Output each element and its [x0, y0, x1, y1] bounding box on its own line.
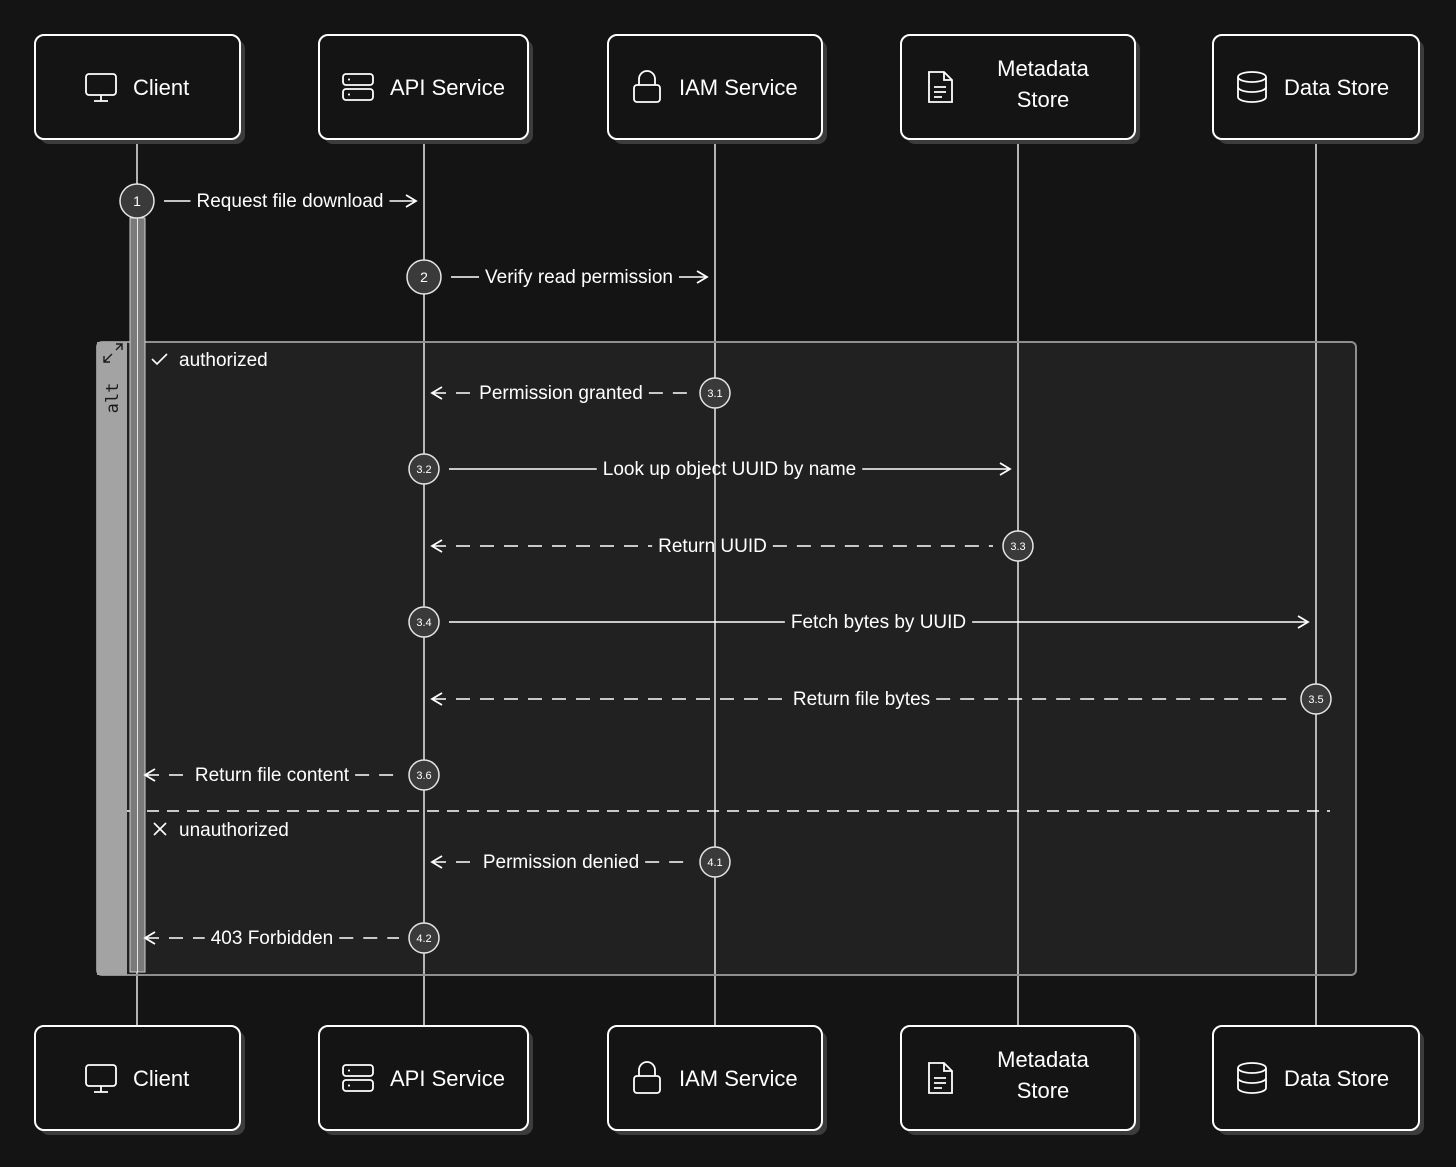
participant-label: IAM Service: [679, 75, 798, 100]
step-number: 3.6: [408, 759, 440, 791]
participant-client-top[interactable]: Client: [34, 34, 245, 144]
svg-text:3.4: 3.4: [416, 617, 431, 629]
svg-text:3.1: 3.1: [707, 388, 722, 400]
participant-label: Client: [133, 1066, 189, 1091]
svg-text:4.1: 4.1: [707, 857, 722, 869]
step-number: 1: [119, 183, 155, 219]
monitor-icon: [85, 1064, 117, 1093]
participant-label: API Service: [390, 1066, 505, 1091]
participant-iam-bottom[interactable]: IAM Service: [607, 1025, 827, 1135]
step-number: 2: [406, 259, 442, 295]
participant-label: Client: [133, 75, 189, 100]
step-number: 3.1: [699, 377, 731, 409]
branch-authorized: authorized: [151, 350, 268, 371]
message-label: Return file content: [195, 765, 350, 786]
svg-text:1: 1: [133, 193, 141, 209]
monitor-icon: [85, 73, 117, 102]
step-number: 4.2: [408, 922, 440, 954]
server-icon: [342, 73, 374, 101]
message-3-4[interactable]: Fetch bytes by UUID 3.4: [408, 606, 1310, 638]
participant-api-top[interactable]: API Service: [318, 34, 533, 144]
alt-fragment: alt authorized unauthorized: [96, 341, 1357, 976]
svg-text:3.2: 3.2: [416, 464, 431, 476]
message-3-3[interactable]: Return UUID 3.3: [430, 530, 1034, 562]
step-number: 3.3: [1002, 530, 1034, 562]
participant-client-bottom[interactable]: Client: [34, 1025, 245, 1135]
message-label: 403 Forbidden: [211, 928, 334, 949]
x-icon: [153, 822, 167, 836]
svg-text:4.2: 4.2: [416, 933, 431, 945]
message-2[interactable]: Verify read permission 2: [406, 259, 709, 295]
expand-icon[interactable]: [103, 343, 123, 363]
participant-data-bottom[interactable]: Data Store: [1212, 1025, 1424, 1135]
message-label: Permission granted: [479, 383, 643, 404]
participant-api-bottom[interactable]: API Service: [318, 1025, 533, 1135]
participant-iam-top[interactable]: IAM Service: [607, 34, 827, 144]
fragment-keyword: alt: [103, 383, 123, 414]
participant-data-top[interactable]: Data Store: [1212, 34, 1424, 144]
svg-text:3.3: 3.3: [1010, 541, 1025, 553]
database-icon: [1237, 1062, 1267, 1094]
message-3-2[interactable]: Look up object UUID by name 3.2: [408, 453, 1012, 485]
message-label: Look up object UUID by name: [603, 459, 856, 480]
message-4-1[interactable]: Permission denied 4.1: [430, 846, 731, 878]
database-icon: [1237, 71, 1267, 103]
message-3-1[interactable]: Permission granted 3.1: [430, 377, 731, 409]
check-icon: [151, 353, 168, 366]
branch-label: authorized: [179, 350, 268, 371]
message-label: Return UUID: [658, 536, 767, 557]
message-label: Return file bytes: [793, 689, 930, 710]
message-label: Request file download: [197, 191, 384, 212]
svg-text:3.5: 3.5: [1308, 694, 1323, 706]
step-number: 4.1: [699, 846, 731, 878]
participant-label: Data Store: [1284, 75, 1389, 100]
participant-label: IAM Service: [679, 1066, 798, 1091]
participant-label: API Service: [390, 75, 505, 100]
step-number: 3.5: [1300, 683, 1332, 715]
message-3-6[interactable]: Return file content 3.6: [143, 759, 440, 791]
alt-fragment-bar: [97, 342, 127, 975]
server-icon: [342, 1064, 374, 1092]
step-number: 3.2: [408, 453, 440, 485]
branch-label: unauthorized: [179, 820, 289, 841]
svg-text:3.6: 3.6: [416, 770, 431, 782]
document-icon: [928, 1062, 953, 1094]
message-label: Permission denied: [483, 852, 639, 873]
document-icon: [928, 71, 953, 103]
message-4-2[interactable]: 403 Forbidden 4.2: [143, 922, 440, 954]
step-number: 3.4: [408, 606, 440, 638]
lock-icon: [633, 1061, 661, 1094]
message-3-5[interactable]: Return file bytes 3.5: [430, 683, 1332, 715]
branch-unauthorized: unauthorized: [153, 820, 289, 841]
lock-icon: [633, 70, 661, 103]
message-label: Verify read permission: [485, 267, 673, 288]
svg-text:2: 2: [420, 269, 428, 285]
message-1[interactable]: Request file download 1: [119, 183, 418, 219]
participant-label: Data Store: [1284, 1066, 1389, 1091]
message-label: Fetch bytes by UUID: [791, 612, 966, 633]
